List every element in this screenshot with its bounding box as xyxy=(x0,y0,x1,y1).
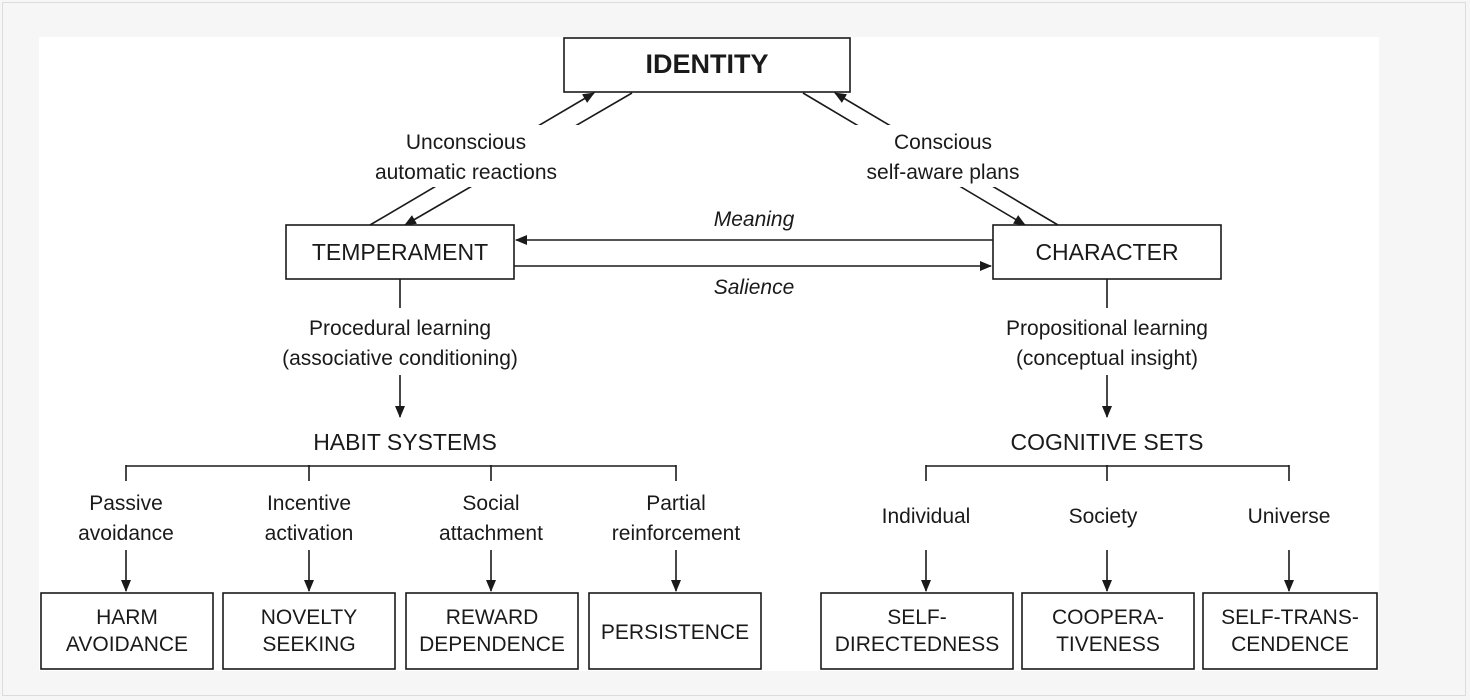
novelty-seeking-box xyxy=(222,592,396,670)
persistence-line1: PERSISTENCE xyxy=(601,621,749,644)
habit-2-label-line2: activation xyxy=(265,522,354,545)
cooperativeness-line2: TIVENESS xyxy=(1056,633,1160,656)
conscious-label-line2: self-aware plans xyxy=(867,161,1020,184)
persistence-box xyxy=(588,592,762,670)
habit-systems-label: HABIT SYSTEMS xyxy=(313,429,497,455)
temperament-label: TEMPERAMENT xyxy=(312,239,488,265)
novelty-seeking-line2: SEEKING xyxy=(262,633,355,656)
harm-avoidance-box xyxy=(40,592,214,670)
self-transcendence-line2: CENDENCE xyxy=(1231,633,1349,656)
cognitive-sets-label: COGNITIVE SETS xyxy=(1011,429,1204,455)
harm-avoidance-line1: HARM xyxy=(96,606,158,629)
habit-1-label-line1: Passive xyxy=(89,492,163,515)
cooperativeness-box xyxy=(1021,592,1195,670)
novelty-seeking-line1: NOVELTY xyxy=(261,606,357,629)
character-label: CHARACTER xyxy=(1035,239,1178,265)
propositional-label-line1: Propositional learning xyxy=(1006,317,1208,340)
meaning-label: Meaning xyxy=(714,208,795,231)
self-directedness-box xyxy=(820,592,1014,670)
unconscious-label-line2: automatic reactions xyxy=(375,161,557,184)
identity-box xyxy=(563,37,851,93)
propositional-label-line2: (conceptual insight) xyxy=(1016,347,1198,370)
habit-4-label-line2: reinforcement xyxy=(612,522,741,545)
habit-4-label-line1: Partial xyxy=(646,492,706,515)
cognitive-3-label: Universe xyxy=(1248,505,1331,528)
harm-avoidance-line2: AVOIDANCE xyxy=(66,633,188,656)
reward-dependence-box xyxy=(405,592,579,670)
identity-label: IDENTITY xyxy=(645,49,768,79)
salience-label: Salience xyxy=(714,276,795,299)
reward-dependence-line2: DEPENDENCE xyxy=(419,633,565,656)
self-directedness-line2: DIRECTEDNESS xyxy=(835,633,1000,656)
unconscious-label-line1: Unconscious xyxy=(406,131,526,154)
unconscious-label-bg xyxy=(358,125,580,187)
identity-diagram: IDENTITY Unconscious automatic reactions… xyxy=(40,37,1378,670)
habit-1-label-line2: avoidance xyxy=(78,522,174,545)
temperament-box xyxy=(285,224,515,280)
habit-3-label-line1: Social xyxy=(462,492,519,515)
cooperativeness-line1: COOPERA- xyxy=(1052,606,1164,629)
reward-dependence-line1: REWARD xyxy=(446,606,539,629)
self-directedness-line1: SELF- xyxy=(887,606,947,629)
cognitive-2-label: Society xyxy=(1069,505,1138,528)
procedural-label-line1: Procedural learning xyxy=(309,317,491,340)
cognitive-1-label: Individual xyxy=(882,505,971,528)
habit-3-label-line2: attachment xyxy=(439,522,543,545)
self-transcendence-box xyxy=(1202,592,1378,670)
habit-2-label-line1: Incentive xyxy=(267,492,351,515)
procedural-label-line2: (associative conditioning) xyxy=(282,347,518,370)
conscious-label-bg xyxy=(845,125,1041,187)
diagram-canvas: IDENTITY Unconscious automatic reactions… xyxy=(39,37,1379,671)
self-transcendence-line1: SELF-TRANS- xyxy=(1221,606,1359,629)
conscious-label-line1: Conscious xyxy=(894,131,992,154)
